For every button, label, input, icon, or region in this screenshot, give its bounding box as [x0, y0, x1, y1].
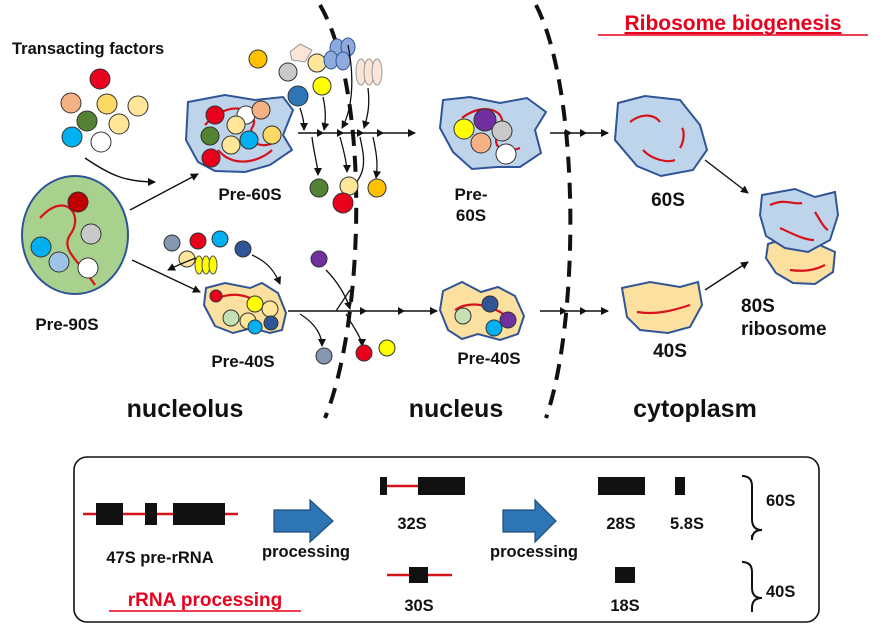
pre60s-nucleus-label-line2: 60S [456, 206, 486, 225]
60s-to-80s-arrow [704, 159, 749, 194]
pre-rrna-47s-label: 47S pre-rRNA [106, 549, 213, 567]
diagram-title: Ribosome biogenesis [624, 12, 841, 35]
pre40s-transport-arrows [288, 269, 438, 347]
rrna-28s-bar [598, 477, 645, 495]
rrna-18s-label: 18S [610, 597, 639, 615]
cytoplasm-label: cytoplasm [633, 395, 757, 423]
subunit-60s-label: 60S [651, 190, 685, 211]
ribosome-80s-label-line2: ribosome [741, 319, 827, 340]
processing-label-2: processing [490, 543, 578, 561]
pre90s-label: Pre-90S [35, 315, 98, 334]
bracket-60s-label: 60S [766, 492, 795, 510]
rrna-58s-bar [675, 477, 685, 495]
transacting-factor-cluster [60, 68, 149, 153]
pre-rrna-47s-bar [83, 503, 238, 525]
rrna-32s-bar [380, 477, 465, 495]
pre60s-transport-arrows [298, 44, 416, 194]
subunit-60s [613, 94, 709, 178]
released-60s-factors [309, 176, 387, 214]
processing-arrow-2 [502, 498, 557, 544]
rrna-processing-title: rRNA processing [128, 590, 283, 611]
ribosome-80s-label-line1: 80S [741, 296, 775, 317]
factor-arrow [84, 157, 156, 186]
factor-release-arrow [167, 257, 197, 271]
40s-to-80s-arrow [704, 261, 749, 291]
rrna-32s-label: 32S [397, 515, 426, 533]
transacting-factors-label: Transacting factors [12, 40, 164, 58]
processing-arrow-1 [273, 498, 334, 544]
pre40s-joining-factors [163, 230, 252, 275]
bracket-40s [741, 561, 763, 612]
pre90s-particle [21, 175, 129, 295]
pre40s-nucleolus-label: Pre-40S [211, 352, 274, 371]
pre60s-nucleolus-particle [184, 93, 295, 174]
rrna-30s-bar [387, 567, 452, 583]
nucleolus-boundary [318, 3, 359, 419]
rrna-58s-label: 5.8S [670, 515, 704, 533]
pre90s-to-pre60s-arrow [129, 173, 199, 211]
pre40s-nucleus-label: Pre-40S [457, 349, 520, 368]
pre40s-nucleolus-particle [202, 281, 288, 335]
ribosome-80s [758, 187, 840, 286]
pre60s-nucleus-label-line1: Pre- [454, 185, 487, 204]
rrna-28s-label: 28S [606, 515, 635, 533]
nucleus-label: nucleus [409, 395, 503, 423]
bracket-40s-label: 40S [766, 583, 795, 601]
released-40s-factors [310, 250, 396, 365]
bracket-60s [741, 475, 763, 541]
processing-label-1: processing [262, 543, 350, 561]
export-40s-arrow [540, 307, 609, 315]
subunit-40s-label: 40S [653, 341, 687, 362]
rrna-30s-label: 30S [404, 597, 433, 615]
pre60s-joining-factors [248, 37, 383, 107]
pre40s-nucleus-particle [438, 280, 526, 342]
rrna-18s-bar [615, 567, 635, 583]
subunit-40s [620, 280, 704, 335]
export-60s-arrow [550, 129, 609, 137]
nucleolus-label: nucleolus [127, 395, 244, 423]
pre60s-nucleolus-label: Pre-60S [218, 185, 281, 204]
pre90s-to-pre40s-arrow [131, 259, 201, 293]
nuclear-envelope-boundary [534, 4, 573, 419]
factor-join-arrow [251, 254, 281, 285]
pre60s-nucleus-particle [438, 95, 548, 171]
